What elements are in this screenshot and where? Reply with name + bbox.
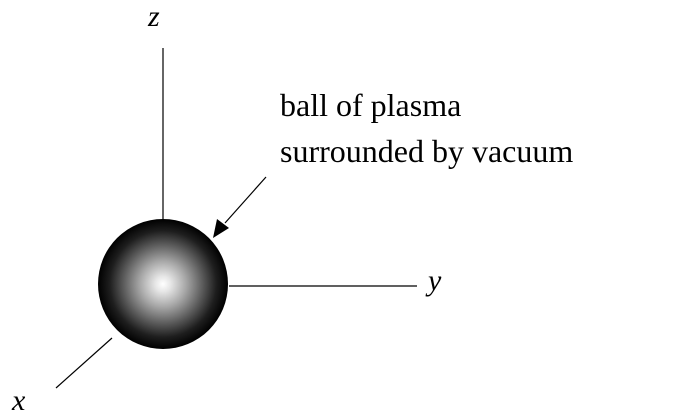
callout-arrow-line	[225, 177, 266, 223]
callout-text-line2: surrounded by vacuum	[280, 133, 573, 169]
z-axis-label: z	[147, 0, 160, 33]
plasma-ball	[98, 219, 228, 349]
callout-text-line1: ball of plasma	[280, 87, 461, 123]
x-axis-label: x	[11, 384, 26, 417]
y-axis-label: y	[425, 264, 442, 297]
x-axis-line	[56, 338, 112, 388]
